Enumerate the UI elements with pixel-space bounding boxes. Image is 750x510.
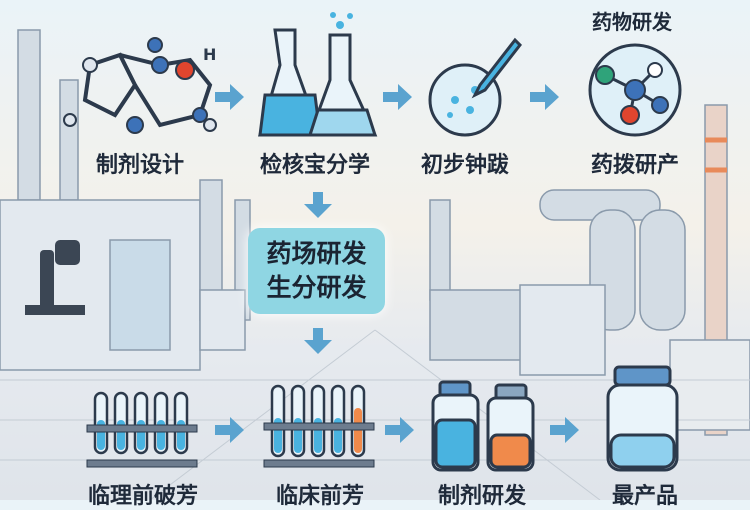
step-label-preclinical: 临床前芳: [275, 484, 365, 509]
test-tube-rack-icon: [86, 391, 198, 468]
arrow-right-icon: [215, 84, 244, 110]
step-label-initial-screening: 初步钟跋: [420, 153, 510, 178]
step-label-preclinical-research: 临理前破芳: [87, 484, 199, 509]
medicine-jar-icon: [606, 365, 679, 472]
flasks-icon: [258, 12, 378, 137]
svg-text:H: H: [203, 45, 216, 64]
center-box-line2: 生分研发: [266, 273, 367, 302]
arrow-right-icon: [383, 84, 412, 110]
molecule-sphere-icon: [588, 43, 682, 137]
center-box-line1: 药场研发: [266, 239, 367, 268]
step-label-formulation-design: 制剂设计: [95, 153, 185, 178]
step-label-formulation-development: 制剂研发: [437, 484, 527, 509]
molecule-structure-icon: H: [63, 37, 217, 134]
step-label-drug-development: 药拨研产: [590, 153, 680, 178]
arrow-right-icon: [215, 417, 244, 443]
step-label-analysis: 检核宝分学: [259, 153, 371, 178]
test-tube-rack-icon: [263, 384, 375, 468]
step-label-final-product: 最产品: [611, 484, 679, 509]
petri-dish-dropper-icon: [428, 37, 522, 137]
microscope-icon: [25, 240, 85, 315]
medicine-bottles-icon: [431, 380, 535, 472]
page-title: 药物研发: [592, 10, 672, 34]
center-process-box: 药场研发 生分研发: [248, 228, 385, 314]
arrow-down-icon: [304, 192, 332, 218]
arrow-right-icon: [530, 84, 559, 110]
arrow-right-icon: [385, 417, 414, 443]
arrow-down-icon: [304, 328, 332, 354]
arrow-right-icon: [550, 417, 579, 443]
